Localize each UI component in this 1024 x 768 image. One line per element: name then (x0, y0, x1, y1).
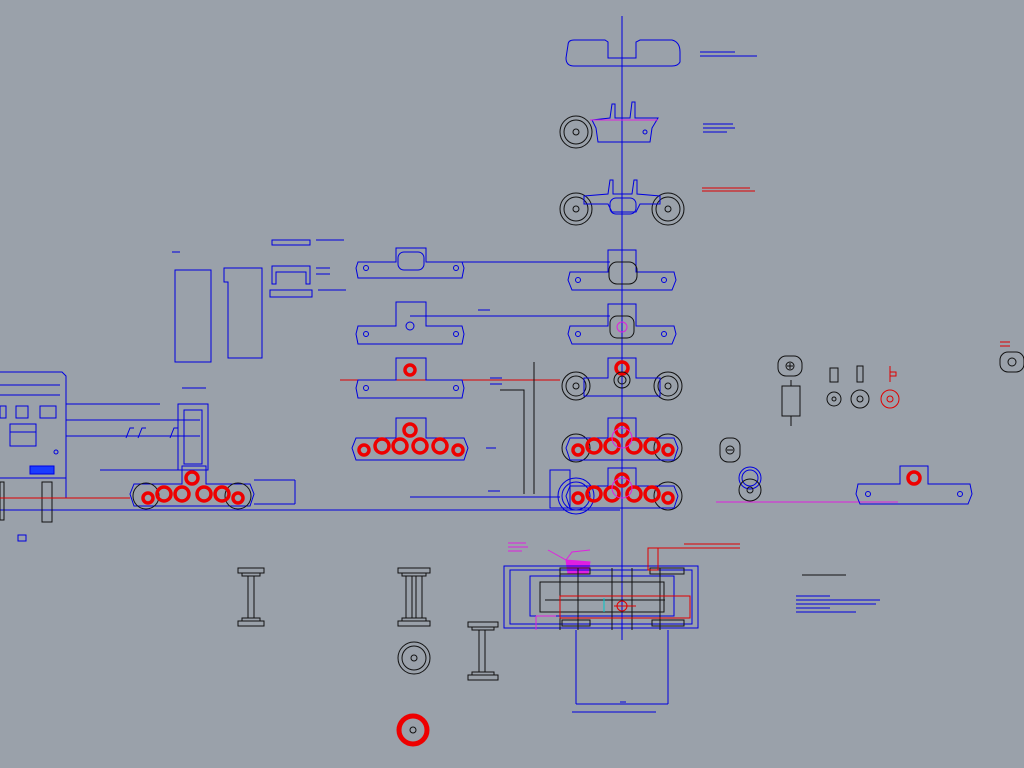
dimension-lines-2 (703, 123, 735, 133)
wheelset-1[interactable] (237, 567, 265, 627)
small-part-edge[interactable] (999, 341, 1024, 373)
black-bracket-lines (500, 362, 535, 494)
wheelset-2[interactable] (397, 567, 431, 627)
bogie-side-left[interactable] (129, 387, 296, 510)
side-frame-plate-right-7[interactable] (561, 417, 683, 463)
small-parts-row[interactable] (826, 365, 900, 409)
bogie-part-2[interactable] (559, 101, 659, 149)
side-frame-plate-left-5[interactable] (355, 301, 465, 345)
small-part-nut-2[interactable] (719, 437, 741, 463)
motor-part[interactable] (781, 380, 801, 426)
side-frame-plate-left-6[interactable] (355, 357, 465, 399)
side-frame-plate-right-6[interactable] (561, 357, 683, 401)
body-panel-parts[interactable] (172, 239, 346, 363)
side-frame-plate-left-7[interactable] (351, 417, 469, 461)
dimension-lines-1 (700, 51, 757, 57)
small-part-gear[interactable] (738, 466, 762, 502)
annotation-lines (796, 574, 880, 613)
bogie-assembly-section[interactable] (503, 542, 740, 713)
side-frame-plate-right-8[interactable] (549, 467, 683, 515)
small-part-nut-1[interactable] (777, 355, 803, 377)
side-frame-plate-right-far[interactable] (855, 465, 973, 505)
side-frame-plate-right-5[interactable] (567, 303, 677, 345)
dimension-lines-3-red (702, 187, 755, 192)
locomotive-body[interactable] (0, 371, 200, 542)
bogie-part-3[interactable] (559, 179, 685, 226)
dim-6 (490, 377, 502, 385)
bolster-top-part[interactable] (565, 39, 681, 67)
side-frame-plate-right-4[interactable] (567, 249, 677, 291)
wheelset-3[interactable] (467, 621, 499, 681)
wheel-face-red[interactable] (396, 713, 430, 747)
side-frame-plate-left-4[interactable] (355, 247, 465, 279)
wheel-face-1[interactable] (397, 641, 431, 675)
